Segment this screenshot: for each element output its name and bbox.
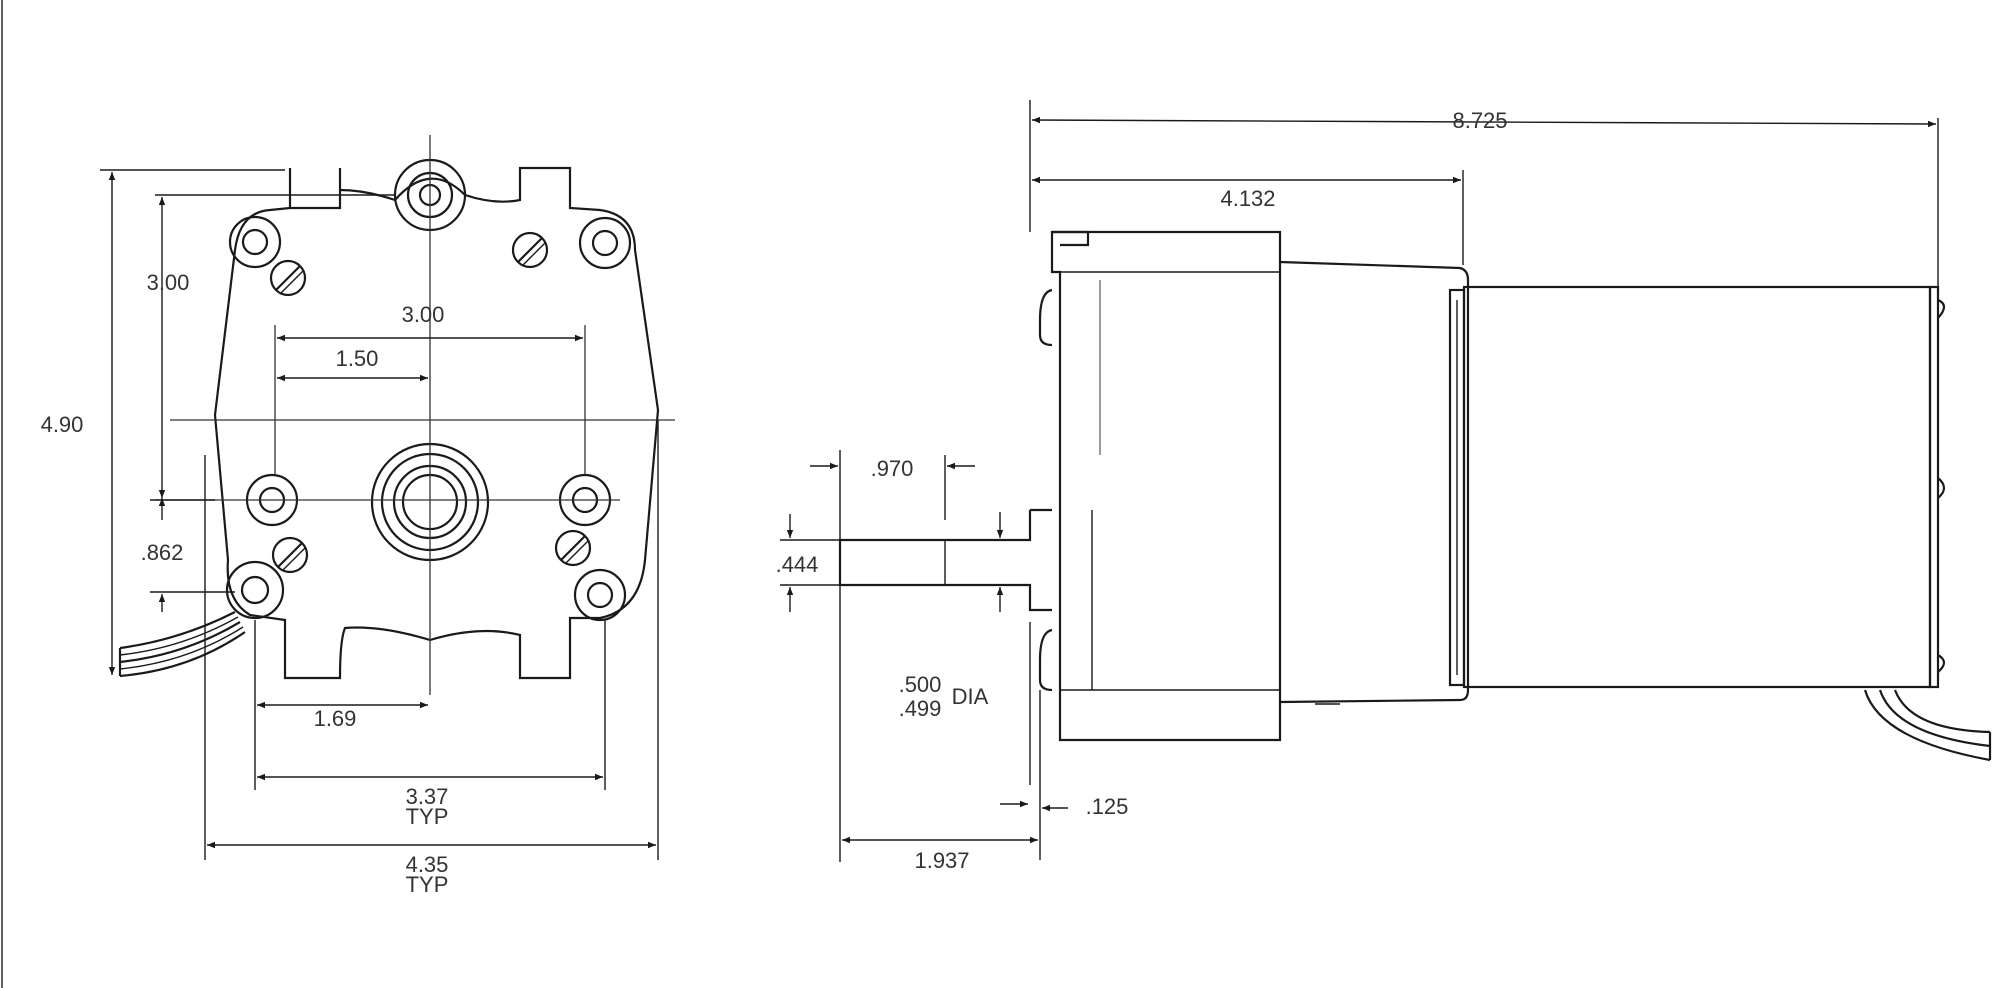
dim-label-970: .970 — [871, 456, 914, 481]
dim-label-4-35: 4.35 — [406, 852, 449, 877]
endcap-screw-bottom — [1937, 654, 1946, 673]
lead-wires — [118, 611, 246, 678]
dim-line-8-725 — [1031, 116, 1937, 128]
front-view: 4.90 3.00 3.00 1.50 .862 1.69 3.37 TYP 4… — [41, 135, 675, 897]
mount-hole-bl — [225, 560, 285, 620]
flange-tab — [1052, 230, 1090, 247]
dim-label-4-90: 4.90 — [41, 412, 84, 437]
dim-label-1-937: 1.937 — [914, 848, 969, 873]
dim-label-3-37: 3.37 — [406, 784, 449, 809]
dim-label-8-725: 8.725 — [1452, 108, 1507, 133]
gearbox-flange — [1050, 230, 1282, 742]
screw-heads — [269, 231, 592, 574]
motor-body — [1462, 285, 1932, 689]
dim-label-125: .125 — [1086, 794, 1129, 819]
dim-label-862: .862 — [141, 540, 184, 565]
dim-label-500: .500 — [899, 672, 942, 697]
mount-hole-br — [573, 568, 627, 622]
output-shaft-side — [838, 508, 1052, 612]
front-top-edge — [339, 188, 396, 202]
dim-label-3-37-typ: TYP — [406, 804, 449, 829]
dim-label-1-50: 1.50 — [336, 346, 379, 371]
dim-label-3-00-horizontal: 3.00 — [402, 302, 445, 327]
side-view: 8.725 4.132 .970 .444 .500 .499 DIA .125… — [776, 100, 1992, 873]
dim-label-1-69: 1.69 — [314, 706, 357, 731]
endcap-screw-top — [1937, 298, 1946, 319]
dim-label-4-132: 4.132 — [1220, 186, 1275, 211]
endcap-screw-mid — [1937, 477, 1946, 499]
motor-endcap — [1928, 285, 1940, 689]
flange-notch-bottom — [1038, 628, 1053, 692]
dim-label-444: .444 — [776, 552, 819, 577]
dim-label-4-35-typ: TYP — [406, 872, 449, 897]
dim-label-3-00-vertical: 3.00 — [147, 270, 190, 295]
dim-label-499: .499 — [899, 696, 942, 721]
gearbox-body — [1279, 260, 1470, 704]
mount-hole-tl — [228, 215, 282, 269]
mount-hole-tr — [578, 216, 632, 270]
flange-notch-top — [1038, 288, 1053, 347]
dim-label-dia: DIA — [952, 684, 989, 709]
motor-lead-wires — [1863, 689, 1992, 762]
